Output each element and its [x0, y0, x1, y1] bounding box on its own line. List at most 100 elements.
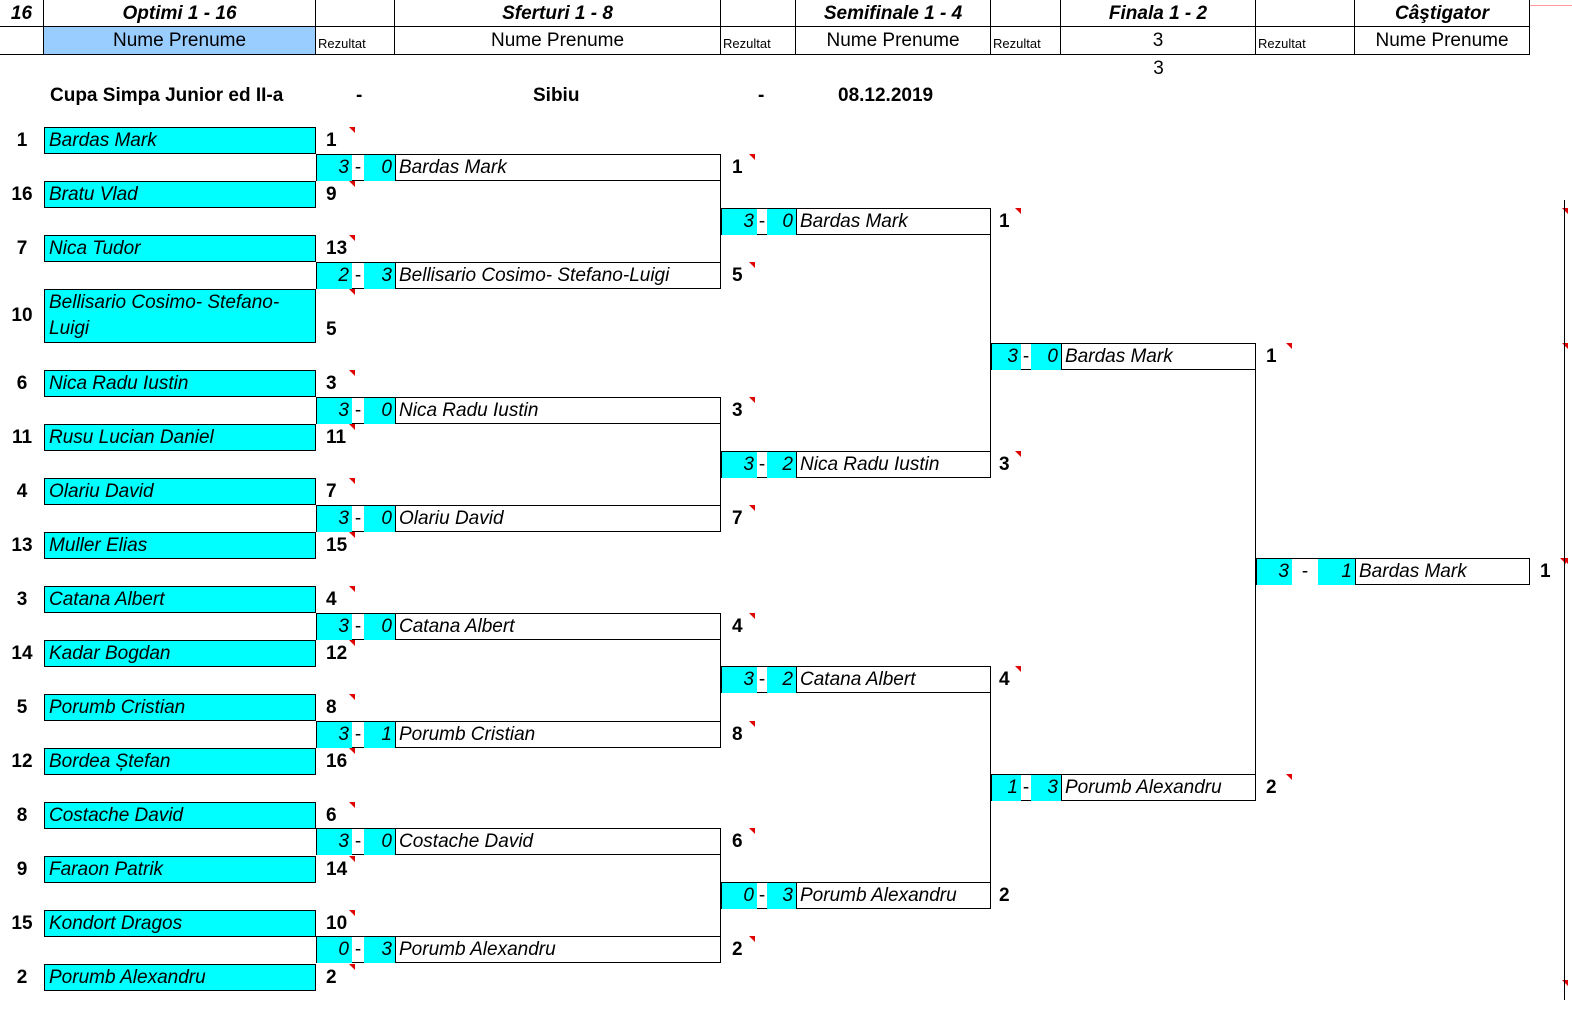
result-number[interactable]: 8 [732, 723, 743, 745]
result-number[interactable]: 11 [326, 426, 347, 448]
result-number[interactable]: 12 [326, 642, 348, 664]
player-cell[interactable]: Catana Albert [44, 586, 316, 613]
player-cell[interactable]: Nica Radu Iustin [44, 370, 316, 397]
winner-name[interactable]: Olariu David [399, 507, 504, 529]
result-number[interactable]: 3 [999, 453, 1010, 475]
result-number[interactable]: 14 [326, 858, 348, 880]
header-row2-blank[interactable] [0, 27, 44, 54]
score-left[interactable]: 0 [722, 883, 757, 909]
score-left[interactable]: 3 [722, 667, 757, 693]
result-number[interactable]: 1 [999, 210, 1010, 232]
score-left[interactable]: 1 [992, 775, 1021, 801]
result-number[interactable]: 1 [732, 156, 743, 178]
score-right[interactable]: 0 [364, 398, 395, 424]
result-number[interactable]: 1 [1266, 345, 1277, 367]
result-number[interactable]: 2 [326, 966, 337, 988]
player-cell[interactable]: Porumb Alexandru [44, 964, 316, 991]
player-cell[interactable]: Porumb Cristian [44, 694, 316, 721]
score-right[interactable]: 3 [1031, 775, 1061, 801]
header-empty-2[interactable] [721, 0, 796, 27]
score-left[interactable]: 3 [317, 614, 352, 640]
score-left[interactable]: 3 [317, 155, 352, 181]
score-right[interactable]: 0 [364, 614, 395, 640]
result-number[interactable]: 15 [326, 534, 348, 556]
result-number[interactable]: 5 [326, 318, 337, 340]
player-cell[interactable]: Costache David [44, 802, 316, 829]
header-nume-castigator[interactable]: Nume Prenume [1355, 27, 1530, 54]
score-right[interactable]: 1 [1318, 559, 1355, 585]
result-number[interactable]: 4 [326, 588, 337, 610]
result-number[interactable]: 4 [999, 668, 1010, 690]
score-right[interactable]: 3 [364, 937, 395, 963]
winner-name[interactable]: Porumb Alexandru [1065, 776, 1222, 798]
header-extra-value[interactable]: 3 [1153, 58, 1164, 79]
score-right[interactable]: 0 [364, 155, 395, 181]
winner-name[interactable]: Bardas Mark [399, 156, 507, 178]
result-number[interactable]: 8 [326, 696, 337, 718]
result-number[interactable]: 4 [732, 615, 743, 637]
result-number[interactable]: 13 [326, 237, 348, 259]
player-cell[interactable]: Bardas Mark [44, 127, 316, 154]
player-cell[interactable]: Rusu Lucian Daniel [44, 424, 316, 451]
header-nume-semifinale[interactable]: Nume Prenume [796, 27, 991, 54]
header-semifinale[interactable]: Semifinale 1 - 4 [796, 0, 991, 27]
champion-name[interactable]: Bardas Mark [1359, 560, 1467, 582]
winner-name[interactable]: Catana Albert [399, 615, 515, 637]
score-left[interactable]: 2 [317, 263, 352, 289]
player-cell[interactable]: Bratu Vlad [44, 181, 316, 208]
event-name[interactable]: Cupa Simpa Junior ed II-a [50, 85, 284, 106]
result-number[interactable]: 1 [326, 129, 337, 151]
result-number[interactable]: 9 [326, 183, 337, 205]
score-right[interactable]: 3 [767, 883, 796, 909]
winner-name[interactable]: Bellisario Cosimo- Stefano-Luigi [399, 264, 670, 286]
score-left[interactable]: 3 [722, 452, 757, 478]
header-nume-optimi[interactable]: Nume Prenume [44, 27, 316, 54]
header-nume-sferturi[interactable]: Nume Prenume [395, 27, 721, 54]
result-number[interactable]: 3 [732, 399, 743, 421]
header-rezultat-1[interactable]: Rezultat [316, 27, 395, 54]
player-cell[interactable]: Nica Tudor [44, 235, 316, 262]
result-number[interactable]: 2 [732, 938, 743, 960]
header-rezultat-2[interactable]: Rezultat [721, 27, 796, 54]
player-cell[interactable]: Bordea Ștefan [44, 748, 316, 775]
score-left[interactable]: 3 [722, 209, 757, 235]
result-number[interactable]: 3 [326, 372, 337, 394]
score-right[interactable]: 3 [364, 263, 395, 289]
score-left[interactable]: 3 [317, 722, 352, 748]
header-rezultat-3[interactable]: Rezultat [991, 27, 1061, 54]
player-cell[interactable]: Kadar Bogdan [44, 640, 316, 667]
player-cell[interactable]: Bellisario Cosimo- Stefano-Luigi [44, 289, 316, 343]
header-sferturi[interactable]: Sferturi 1 - 8 [395, 0, 721, 27]
winner-name[interactable]: Costache David [399, 830, 534, 852]
winner-name[interactable]: Porumb Alexandru [399, 938, 556, 960]
header-optimi[interactable]: Optimi 1 - 16 [44, 0, 316, 27]
score-right[interactable]: 0 [1031, 344, 1061, 370]
header-finala-value[interactable]: 3 [1061, 27, 1256, 54]
score-left[interactable]: 3 [317, 506, 352, 532]
result-number[interactable]: 1 [1540, 560, 1551, 582]
score-left[interactable]: 0 [317, 937, 352, 963]
score-left[interactable]: 3 [992, 344, 1021, 370]
winner-name[interactable]: Porumb Cristian [399, 723, 536, 745]
result-number[interactable]: 6 [326, 804, 337, 826]
score-right[interactable]: 0 [767, 209, 796, 235]
winner-name[interactable]: Bardas Mark [800, 210, 908, 232]
result-number[interactable]: 7 [732, 507, 743, 529]
score-right[interactable]: 0 [364, 506, 395, 532]
score-left[interactable]: 3 [317, 398, 352, 424]
score-left[interactable]: 3 [1257, 559, 1292, 585]
header-count[interactable]: 16 [0, 0, 44, 27]
score-left[interactable]: 3 [317, 829, 352, 855]
result-number[interactable]: 16 [326, 750, 348, 772]
header-empty-3[interactable] [991, 0, 1061, 27]
header-rezultat-4[interactable]: Rezultat [1256, 27, 1355, 54]
result-number[interactable]: 5 [732, 264, 743, 286]
score-right[interactable]: 1 [364, 722, 395, 748]
player-cell[interactable]: Kondort Dragos [44, 910, 316, 937]
winner-name[interactable]: Nica Radu Iustin [399, 399, 539, 421]
header-empty-1[interactable] [316, 0, 395, 27]
player-cell[interactable]: Muller Elias [44, 532, 316, 559]
player-cell[interactable]: Olariu David [44, 478, 316, 505]
result-number[interactable]: 2 [1266, 776, 1277, 798]
player-cell[interactable]: Faraon Patrik [44, 856, 316, 883]
